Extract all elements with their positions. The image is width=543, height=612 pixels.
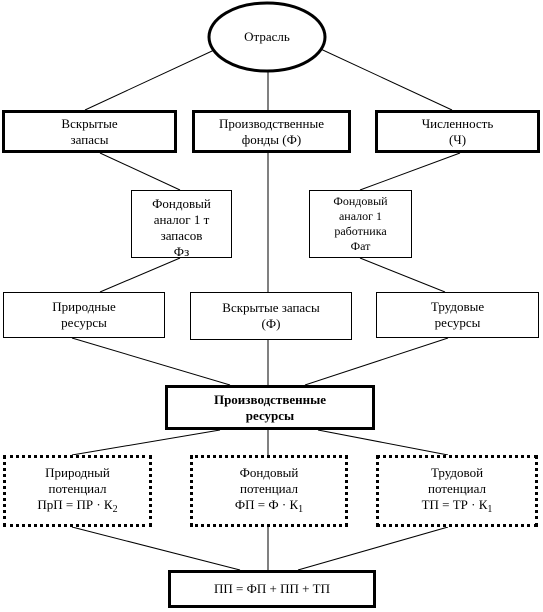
industry-node: Отрасль (215, 20, 319, 54)
opened-reserves-line2: запасы (70, 131, 109, 147)
natural-potential-formula-text: ПрП = ПР · К (37, 496, 113, 512)
opened-reserves-f-line1: Вскрытые запасы (222, 300, 320, 315)
opened-reserves-f-line2: (Ф) (261, 316, 281, 331)
fund-potential-subscript: 1 (298, 503, 304, 515)
fund-analog-per-ton-box: Фондовый аналог 1 т запасов Фз (131, 190, 232, 258)
natural-potential-line1: Природный (45, 464, 110, 480)
labor-potential-line2: потенциал (428, 480, 486, 496)
production-resources-line2: ресурсы (245, 407, 295, 423)
opened-reserves-box: Вскрытые запасы (2, 110, 177, 153)
natural-potential-formula: ПрП = ПР · К2 (37, 497, 117, 518)
production-funds-box: Производственные фонды (Ф) (192, 110, 351, 153)
labor-resources-line2: ресурсы (434, 315, 481, 330)
labor-resources-line1: Трудовые (430, 299, 485, 314)
natural-potential-subscript: 2 (112, 503, 118, 515)
natural-resources-line2: ресурсы (61, 315, 107, 330)
fund-potential-line1: Фондовый (239, 464, 299, 480)
industry-label: Отрасль (244, 29, 290, 44)
root-ellipse (207, 1, 327, 73)
headcount-line1: Численность (421, 115, 494, 131)
labor-potential-formula-text: ТП = ТР · К (421, 496, 488, 512)
production-resources-line1: Производственные (213, 391, 327, 407)
fund-potential-box: Фондовый потенциал ФП = Ф · К1 (190, 455, 348, 527)
total-potential-box: ПП = ФП + ПП + ТП (168, 570, 376, 608)
natural-resources-box: Природные ресурсы (3, 292, 165, 338)
headcount-line2: (Ч) (448, 131, 467, 147)
labor-potential-box: Трудовой потенциал ТП = ТР · К1 (376, 455, 538, 527)
natural-potential-box: Природный потенциал ПрП = ПР · К2 (3, 455, 152, 527)
analog-worker-line1: Фондовый (333, 194, 388, 208)
labor-resources-box: Трудовые ресурсы (376, 292, 539, 338)
labor-potential-subscript: 1 (487, 503, 493, 515)
fund-potential-formula: ФП = Ф · К1 (235, 497, 303, 518)
production-resources-box: Производственные ресурсы (165, 385, 375, 430)
analog-ton-line1: Фондовый (152, 196, 211, 211)
natural-potential-line2: потенциал (48, 480, 107, 496)
fund-analog-per-worker-box: Фондовый аналог 1 работника Фат (309, 190, 412, 258)
labor-potential-formula: ТП = ТР · К1 (422, 497, 493, 518)
natural-resources-line1: Природные (52, 299, 116, 314)
analog-worker-line4: Фат (350, 239, 371, 253)
analog-ton-line2: аналог 1 т (153, 212, 210, 227)
analog-ton-line3: запасов (160, 228, 203, 243)
analog-ton-line4: Фз (173, 244, 190, 258)
opened-reserves-f-box: Вскрытые запасы (Ф) (190, 292, 352, 340)
analog-worker-line2: аналог 1 (338, 209, 383, 223)
production-funds-line2: фонды (Ф) (241, 131, 302, 147)
production-funds-line1: Производственные (219, 115, 324, 131)
opened-reserves-line1: Вскрытые (61, 115, 118, 131)
fund-potential-line2: потенциал (240, 480, 298, 496)
labor-potential-line1: Трудовой (430, 464, 484, 480)
analog-worker-line3: работника (334, 224, 387, 238)
total-potential-formula: ПП = ФП + ПП + ТП (213, 581, 331, 596)
headcount-box: Численность (Ч) (375, 110, 540, 153)
fund-potential-formula-text: ФП = Ф · К (234, 496, 299, 512)
